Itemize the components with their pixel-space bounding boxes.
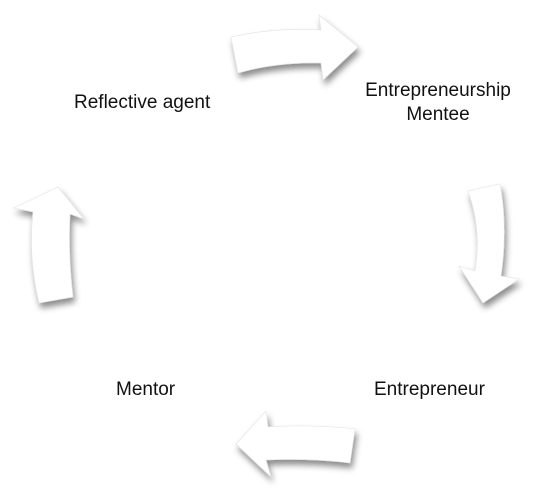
node-mentor-label: Mentor	[116, 379, 176, 400]
node-entrepreneur-label: Entrepreneur	[374, 379, 485, 400]
node-mentee-label-line-1: Entrepreneurship	[365, 80, 511, 101]
node-entrepreneur: Entrepreneur	[374, 378, 485, 402]
arrow-mentee-to-entrepreneur	[458, 183, 520, 304]
arrow-mentor-to-reflective	[13, 186, 85, 304]
arrow-reflective-to-mentee	[230, 14, 359, 81]
arrow-entrepreneur-to-mentor	[235, 410, 356, 478]
node-entrepreneurship-mentee: Entrepreneurship Mentee	[352, 79, 524, 127]
node-reflective-agent: Reflective agent	[74, 91, 210, 115]
node-reflective-agent-label: Reflective agent	[74, 92, 211, 113]
node-mentee-label-line-2: Mentee	[406, 104, 470, 125]
node-mentor: Mentor	[116, 378, 175, 402]
